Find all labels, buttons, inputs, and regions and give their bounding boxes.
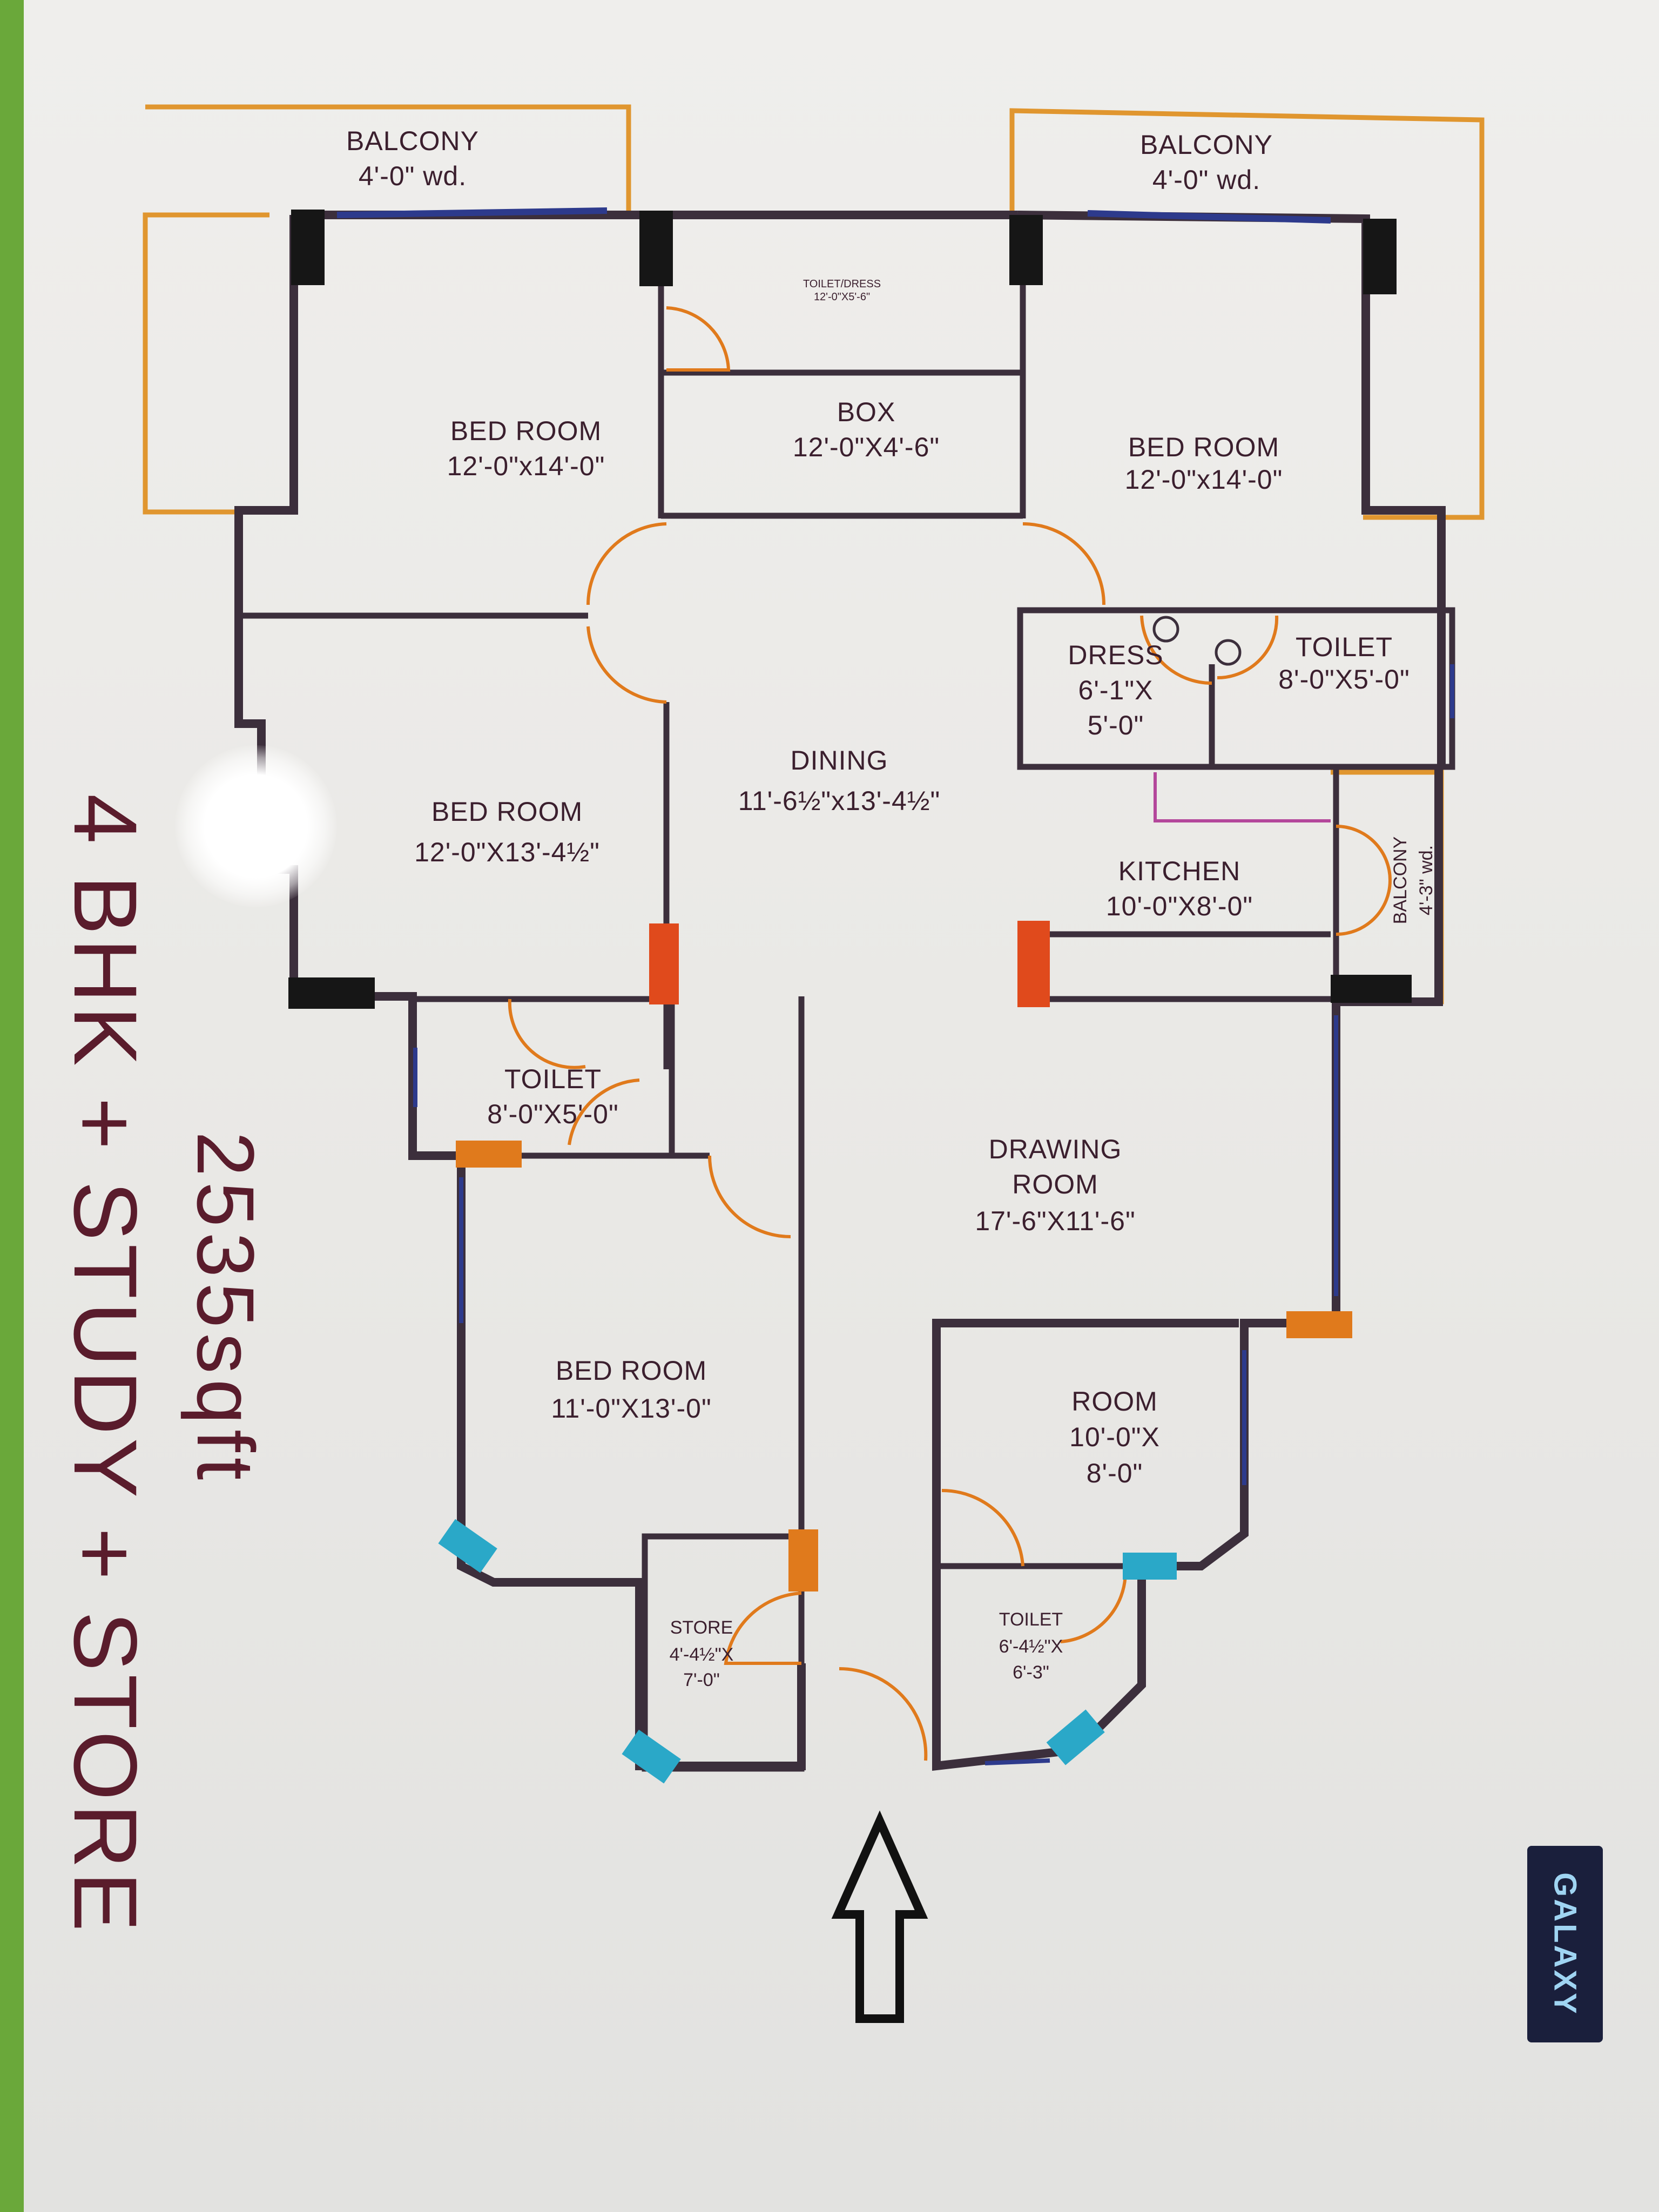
label-dress-size-1: 6'-1"X: [1078, 675, 1154, 705]
bay-window-cyan: [1046, 1709, 1105, 1765]
label-toilet-right: TOILET: [1296, 632, 1393, 662]
wall-store-box: [642, 1533, 805, 1772]
label-bedroom-tr-size: 12'-0"x14'-0": [1125, 464, 1283, 495]
green-border-strip: [0, 0, 24, 2212]
label-kitchen-size: 10'-0"X8'-0": [1106, 891, 1253, 921]
label-drawing-size: 17'-6"X11'-6": [975, 1206, 1135, 1236]
label-kitchen: KITCHEN: [1118, 856, 1240, 886]
column-orange: [1286, 1311, 1352, 1338]
window-bedroom-tr: [1087, 210, 1331, 224]
label-room-size-1: 10'-0"X: [1069, 1422, 1160, 1452]
label-toiletdress: TOILET/DRESS: [803, 278, 881, 290]
label-box: BOX: [837, 397, 896, 427]
label-balcony-kitchen: BALCONY: [1390, 837, 1411, 925]
label-store: STORE: [670, 1617, 733, 1638]
column-orange: [456, 1141, 522, 1168]
bay-window-cyan: [622, 1729, 681, 1784]
door-toilet-right: [1217, 615, 1279, 680]
label-toiletdress-size: 12'-0"X5'-6": [814, 291, 870, 303]
door-room: [941, 1488, 1024, 1567]
door-toilet-bottom: [1060, 1571, 1128, 1643]
label-store-size-2: 7'-0": [683, 1670, 720, 1690]
galaxy-logo: GALAXY: [1527, 1846, 1603, 2042]
label-toilet-mid: TOILET: [504, 1064, 602, 1094]
label-dress: DRESS: [1068, 640, 1163, 670]
door-kitchen-balcony: [1336, 825, 1392, 936]
door-bed-right: [1022, 522, 1105, 605]
pillar: [291, 210, 325, 285]
fixture-circle: [1215, 639, 1242, 666]
door-dress: [1140, 615, 1212, 685]
balcony-left-outline-top: [145, 104, 631, 215]
label-balcony-left-size: 4'-0" wd.: [359, 161, 467, 191]
door-bed-left-top: [586, 522, 667, 605]
configuration-text: 4 BHK + STUDY + STORE: [55, 794, 155, 1935]
label-balcony-right-size: 4'-0" wd.: [1152, 165, 1260, 195]
bay-window-cyan: [438, 1519, 497, 1573]
label-room: ROOM: [1071, 1386, 1158, 1417]
kitchen-counter-line: [1154, 772, 1331, 822]
area-text: 2535sqft: [180, 1131, 271, 1486]
label-balcony-kitchen-size: 4'-3" wd.: [1416, 845, 1437, 915]
label-balcony-left: BALCONY: [346, 126, 479, 156]
label-room-size-2: 8'-0": [1087, 1458, 1143, 1488]
label-bedroom-ml: BED ROOM: [431, 797, 583, 827]
pillar: [1009, 215, 1043, 285]
column-red: [649, 923, 679, 1004]
label-toilet-bottom-size-2: 6'-3": [1013, 1662, 1049, 1683]
label-dress-size-2: 5'-0": [1088, 710, 1144, 740]
photo-glare: [175, 745, 337, 907]
pillar: [1363, 219, 1397, 294]
label-dining-size: 11'-6½"x13'-4½": [738, 786, 940, 816]
floor-plan-sheet: BALCONY 4'-0" wd. BALCONY 4'-0" wd. TOIL…: [24, 0, 1659, 2212]
label-bedroom-bl-size: 11'-0"X13'-0": [551, 1393, 711, 1424]
label-toilet-bottom: TOILET: [999, 1609, 1063, 1630]
door-toilet-dress: [666, 306, 731, 372]
label-bedroom-tl: BED ROOM: [450, 416, 602, 446]
entrance-arrow: [831, 1810, 928, 2023]
window-toilet-bottom: [984, 1758, 1050, 1765]
label-box-size: 12'-0"X4'-6": [793, 432, 940, 462]
door-bed-left-mid: [586, 626, 667, 704]
label-bedroom-tl-size: 12'-0"x14'-0": [447, 451, 605, 481]
door-bedroom-bottom: [708, 1155, 791, 1238]
floor-plan-drawing: BALCONY 4'-0" wd. BALCONY 4'-0" wd. TOIL…: [143, 104, 1485, 2023]
label-bedroom-ml-size: 12'-0"X13'-4½": [414, 837, 600, 867]
bay-window-cyan: [1123, 1553, 1177, 1580]
label-toilet-mid-size: 8'-0"X5'-0": [487, 1099, 618, 1129]
balcony-left-outline: [143, 212, 272, 515]
label-toilet-bottom-size-1: 6'-4½"X: [999, 1636, 1063, 1657]
label-bedroom-bl: BED ROOM: [556, 1355, 707, 1386]
fixture-circle: [1152, 616, 1179, 643]
label-dining: DINING: [791, 745, 888, 775]
door-main-entrance: [839, 1667, 928, 1761]
pillar: [288, 977, 375, 1009]
pillar: [1331, 975, 1412, 1003]
label-bedroom-tr: BED ROOM: [1128, 432, 1279, 462]
door-toilet-mid-2: [568, 1078, 640, 1145]
column-orange: [788, 1529, 818, 1591]
label-drawing-2: ROOM: [1012, 1169, 1098, 1199]
pillar: [639, 211, 673, 286]
door-toilet-mid: [508, 999, 586, 1069]
window-bedroom-tl: [336, 207, 608, 218]
door-store: [724, 1591, 802, 1665]
label-balcony-right: BALCONY: [1140, 130, 1273, 160]
logo-text: GALAXY: [1547, 1872, 1583, 2016]
label-toilet-right-size: 8'-0"X5'-0": [1278, 664, 1410, 694]
label-store-size-1: 4'-4½"X: [670, 1644, 734, 1665]
label-drawing: DRAWING: [989, 1134, 1122, 1164]
column-red: [1017, 921, 1050, 1007]
